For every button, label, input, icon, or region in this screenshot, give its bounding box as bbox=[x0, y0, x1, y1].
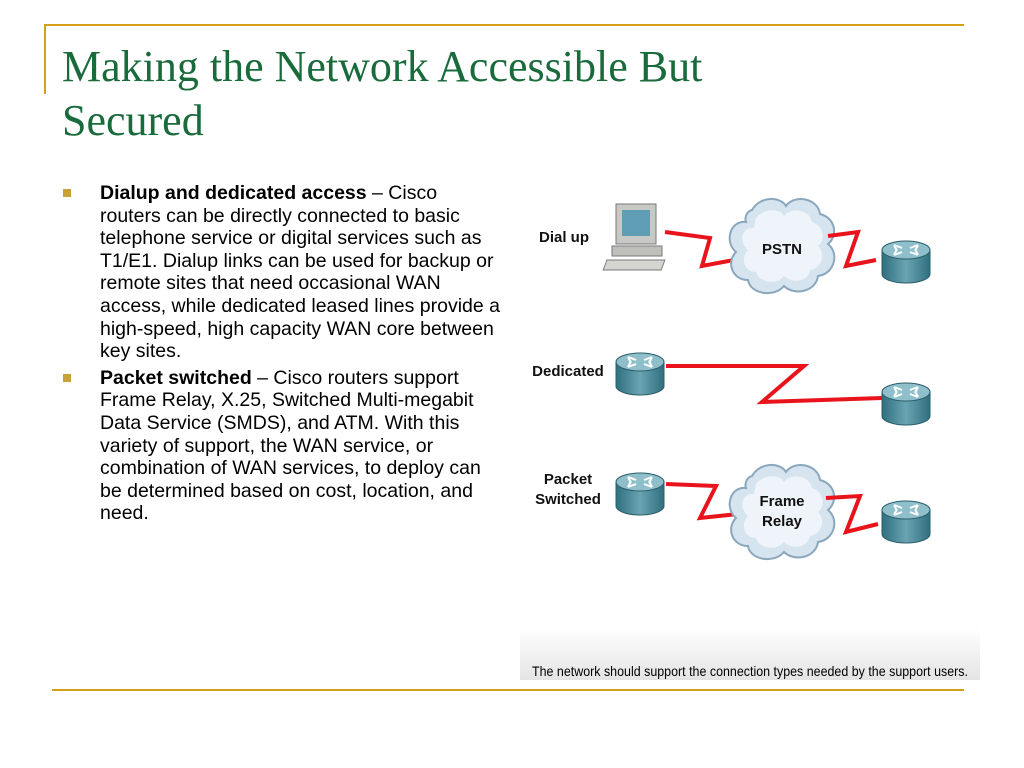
dialup-link-right bbox=[827, 229, 877, 269]
router-icon bbox=[881, 240, 931, 284]
bullet-term: Packet switched bbox=[100, 366, 252, 389]
router-icon bbox=[881, 500, 931, 544]
dedicated-link bbox=[666, 364, 883, 405]
row-label-dialup: Dial up bbox=[539, 229, 589, 246]
title-line-1: Making the Network Accessible But bbox=[62, 42, 703, 91]
pstn-cloud-label: PSTN bbox=[762, 241, 802, 258]
packet-link-right bbox=[825, 493, 879, 535]
top-rule bbox=[44, 24, 964, 26]
bullet-term: Dialup and dedicated access bbox=[100, 182, 367, 204]
dialup-link-left bbox=[664, 230, 735, 269]
router-icon bbox=[615, 472, 665, 516]
bullet-dialup: Dialup and dedicated access – Cisco rout… bbox=[62, 182, 502, 363]
bullet-list: Dialup and dedicated access – Cisco rout… bbox=[62, 182, 502, 529]
bullet-text: – Cisco routers support Frame Relay, X.2… bbox=[100, 366, 481, 525]
left-rule bbox=[44, 24, 46, 94]
title-line-2: Secured bbox=[62, 96, 204, 145]
slide-title: Making the Network Accessible But Secure… bbox=[62, 40, 942, 148]
bullet-packet-switched: Packet switched – Cisco routers support … bbox=[62, 367, 502, 525]
caption-band bbox=[520, 628, 980, 680]
computer-icon bbox=[602, 203, 666, 271]
row-label-dedicated: Dedicated bbox=[532, 363, 604, 380]
bottom-rule bbox=[52, 689, 964, 691]
bullet-square-icon bbox=[63, 373, 71, 382]
bullet-square-icon bbox=[63, 189, 71, 197]
router-icon bbox=[881, 382, 931, 426]
packet-link-left bbox=[665, 482, 739, 521]
diagram-caption: The network should support the connectio… bbox=[532, 663, 968, 679]
router-icon bbox=[615, 352, 665, 396]
bullet-text: – Cisco routers can be directly connecte… bbox=[100, 182, 500, 363]
